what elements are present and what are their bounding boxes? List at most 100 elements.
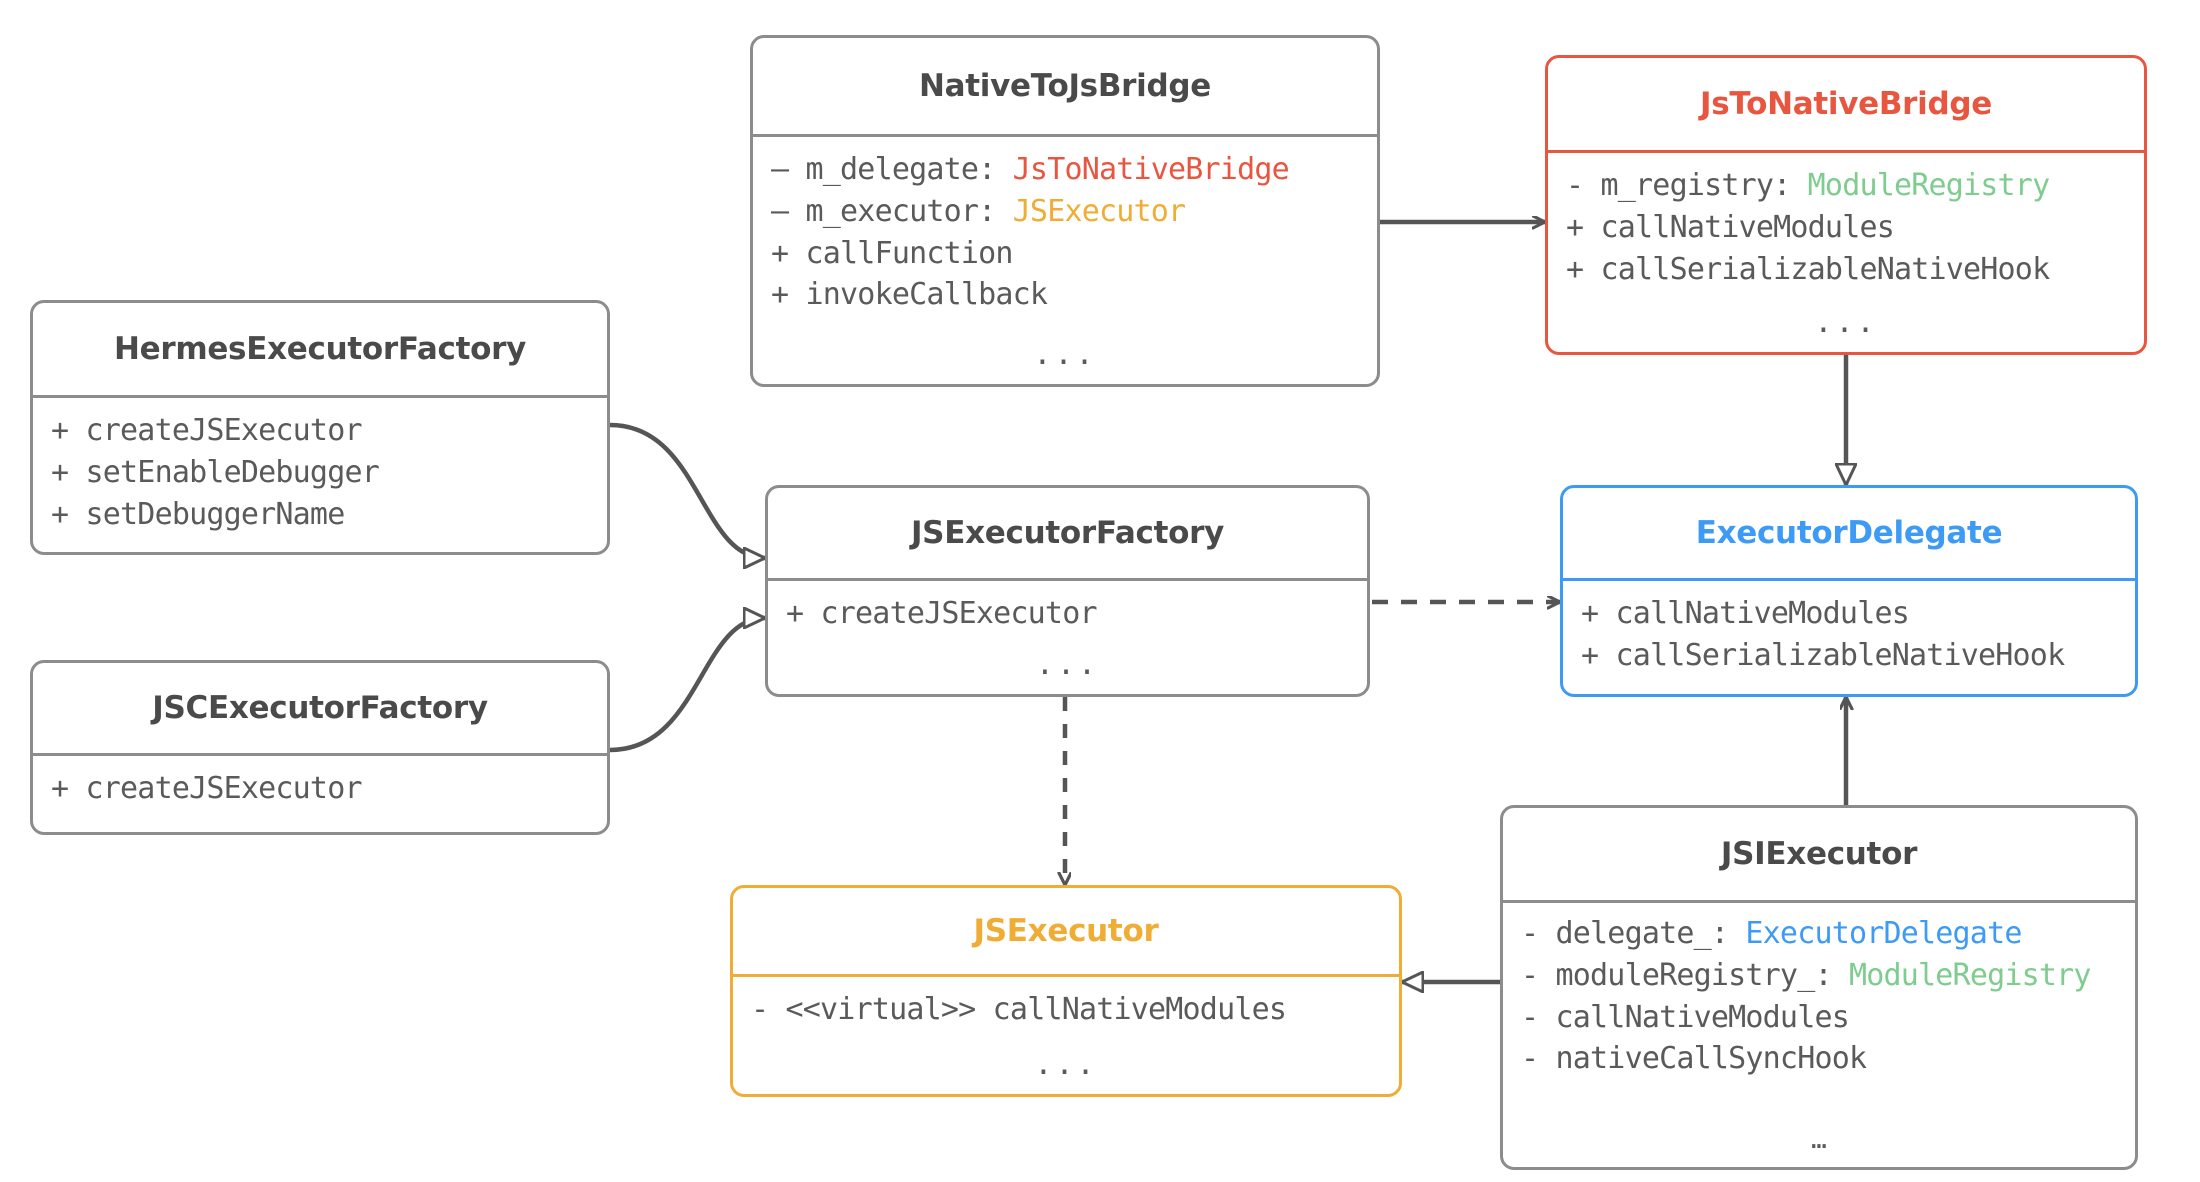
member-row: - nativeCallSyncHook xyxy=(1521,1041,2117,1077)
member-text: - xyxy=(1521,957,1539,993)
member-text: + xyxy=(1581,596,1599,631)
member-name: moduleRegistry_: xyxy=(1538,957,1849,993)
class-members: - m_registry: ModuleRegistry + callNativ… xyxy=(1548,153,2144,352)
members-ellipsis: … xyxy=(1811,1125,1827,1155)
member-row: - m_registry: ModuleRegistry xyxy=(1566,168,2126,204)
member-row: + callNativeModules xyxy=(1566,209,2126,246)
member-text: – xyxy=(771,152,789,187)
member-text: - xyxy=(1521,916,1539,951)
member-text: + xyxy=(1581,637,1599,673)
class-box-jsexecutor[interactable]: JSExecutor - <<virtual>> callNativeModul… xyxy=(730,885,1402,1097)
member-text: + xyxy=(771,235,789,271)
member-row: + callFunction xyxy=(771,235,1359,272)
class-divider xyxy=(1548,150,2144,153)
member-text: + xyxy=(771,277,789,313)
member-name: delegate_: xyxy=(1538,916,1746,951)
member-name: m_registry: xyxy=(1583,168,1808,203)
member-text: + xyxy=(51,771,69,806)
member-row: - delegate_: ExecutorDelegate xyxy=(1521,916,2117,952)
class-title: JSExecutor xyxy=(973,913,1159,949)
class-members: + callNativeModules + callSerializableNa… xyxy=(1563,581,2135,694)
class-divider xyxy=(33,395,607,398)
class-title: JSIExecutor xyxy=(1720,836,1918,872)
member-text: + xyxy=(1566,251,1584,287)
class-title: NativeToJsBridge xyxy=(918,68,1211,104)
class-divider xyxy=(753,134,1377,137)
member-type: JsToNativeBridge xyxy=(1012,152,1290,187)
member-name: nativeCallSyncHook xyxy=(1538,1041,1868,1077)
class-members: + createJSExecutor xyxy=(33,756,607,832)
class-members: - <<virtual>> callNativeModules ... xyxy=(733,977,1399,1094)
member-row: - callNativeModules xyxy=(1521,999,2117,1036)
member-text: + xyxy=(51,413,69,448)
member-row: + callSerializableNativeHook xyxy=(1581,637,2117,674)
class-members: – m_delegate: JsToNativeBridge – m_execu… xyxy=(753,137,1377,384)
member-text: + xyxy=(51,496,69,532)
member-row: + setDebuggerName xyxy=(51,496,589,533)
member-name: callSerializableNativeHook xyxy=(1583,251,2051,287)
class-members: + createJSExecutor ... xyxy=(768,581,1367,694)
class-box-hermesexecutorfactory[interactable]: HermesExecutorFactory + createJSExecutor… xyxy=(30,300,610,555)
member-row: - moduleRegistry_: ModuleRegistry xyxy=(1521,957,2117,994)
class-box-jstonativebridge[interactable]: JsToNativeBridge - m_registry: ModuleReg… xyxy=(1545,55,2147,355)
edge-jscexecutorfactory-to-jsexecutorfactory xyxy=(609,618,765,753)
members-ellipsis: ... xyxy=(1033,337,1097,372)
member-type: ModuleRegistry xyxy=(1807,168,2050,203)
member-type: ExecutorDelegate xyxy=(1745,916,2022,951)
member-row: + callSerializableNativeHook xyxy=(1566,251,2126,288)
member-name: callNativeModules xyxy=(1583,209,1895,245)
member-type: JSExecutor xyxy=(1012,193,1186,229)
member-name: setDebuggerName xyxy=(68,496,346,532)
class-title: JSCExecutorFactory xyxy=(152,690,488,726)
member-text: - xyxy=(751,992,769,1027)
class-divider xyxy=(33,753,607,756)
member-name: callSerializableNativeHook xyxy=(1598,637,2066,673)
member-type: ModuleRegistry xyxy=(1848,957,2091,993)
member-row: + createJSExecutor xyxy=(51,771,589,807)
member-name: callNativeModules xyxy=(1598,596,1910,631)
class-title: HermesExecutorFactory xyxy=(113,331,527,367)
member-name: callNativeModules xyxy=(1538,999,1850,1035)
member-row: + callNativeModules xyxy=(1581,596,2117,632)
class-box-jsexecutorfactory[interactable]: JSExecutorFactory + createJSExecutor ... xyxy=(765,485,1370,697)
class-box-executordelegate[interactable]: ExecutorDelegate + callNativeModules + c… xyxy=(1560,485,2138,697)
member-name: createJSExecutor xyxy=(68,771,363,806)
member-text: - xyxy=(1521,1041,1539,1077)
members-ellipsis: ... xyxy=(1034,1047,1098,1082)
member-name: <<virtual>> callNativeModules xyxy=(768,992,1287,1027)
member-name: callFunction xyxy=(788,235,1014,271)
members-ellipsis: ... xyxy=(1814,305,1878,340)
member-row: – m_delegate: JsToNativeBridge xyxy=(771,152,1359,188)
class-divider xyxy=(1563,578,2135,581)
member-name: setEnableDebugger xyxy=(68,454,380,490)
class-members: - delegate_: ExecutorDelegate - moduleRe… xyxy=(1503,903,2135,1167)
member-name: createJSExecutor xyxy=(68,413,363,448)
class-title: JSExecutorFactory xyxy=(910,515,1225,551)
member-text: - xyxy=(1566,168,1584,203)
member-row: + setEnableDebugger xyxy=(51,454,589,491)
member-name: m_executor: xyxy=(788,193,1013,229)
member-name: createJSExecutor xyxy=(803,596,1098,631)
member-row: + invokeCallback xyxy=(771,277,1359,313)
member-name: invokeCallback xyxy=(788,277,1048,313)
class-divider xyxy=(768,578,1367,581)
class-box-jscexecutorfactory[interactable]: JSCExecutorFactory + createJSExecutor xyxy=(30,660,610,835)
members-ellipsis: ... xyxy=(1035,647,1100,682)
class-box-jsiexecutor[interactable]: JSIExecutor - delegate_: ExecutorDelegat… xyxy=(1500,805,2138,1170)
member-row: – m_executor: JSExecutor xyxy=(771,193,1359,230)
class-title: ExecutorDelegate xyxy=(1695,515,2003,551)
class-title: JsToNativeBridge xyxy=(1699,86,1992,122)
class-divider xyxy=(1503,900,2135,903)
member-text: - xyxy=(1521,999,1539,1035)
member-text: + xyxy=(1566,209,1584,245)
member-text: + xyxy=(786,596,804,631)
member-text: – xyxy=(771,193,789,229)
class-divider xyxy=(733,974,1399,977)
member-row: + createJSExecutor xyxy=(51,413,589,449)
member-row: - <<virtual>> callNativeModules xyxy=(751,992,1381,1028)
class-members: + createJSExecutor + setEnableDebugger +… xyxy=(33,398,607,552)
member-text: + xyxy=(51,454,69,490)
member-row: + createJSExecutor xyxy=(786,596,1349,632)
class-box-nativetojsbridge[interactable]: NativeToJsBridge – m_delegate: JsToNativ… xyxy=(750,35,1380,387)
